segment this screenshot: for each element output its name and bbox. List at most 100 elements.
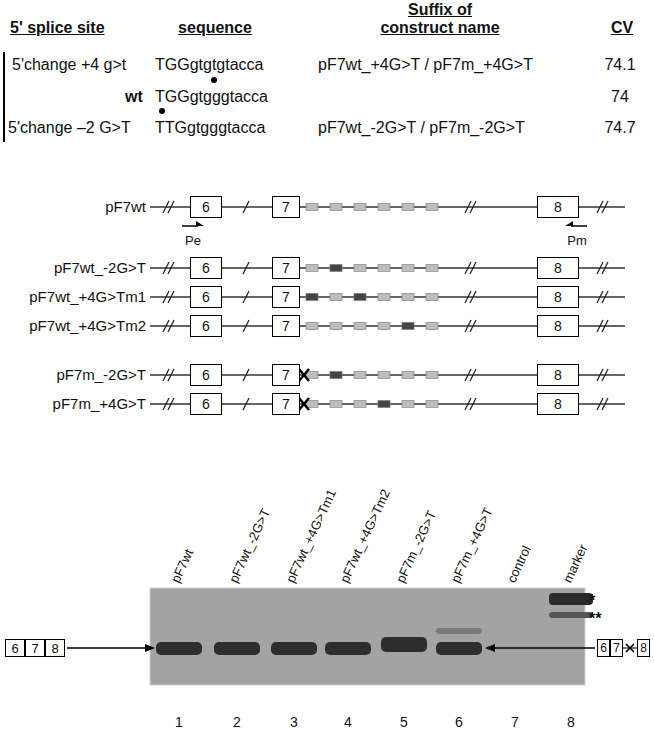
exon-number: 6 xyxy=(202,319,210,333)
lane-number: 8 xyxy=(567,713,575,731)
marker-band xyxy=(549,612,593,618)
exon-number: 6 xyxy=(600,642,607,654)
break-mark xyxy=(163,369,169,381)
break-mark xyxy=(163,201,169,213)
table-cell: TTGgtgggtacca xyxy=(155,119,265,137)
exon-box: 7 xyxy=(272,196,300,218)
splice-site-box xyxy=(330,323,342,330)
primer-arrow xyxy=(571,225,587,227)
break-mark xyxy=(597,262,603,274)
break-mark xyxy=(470,398,476,410)
exon-number: 7 xyxy=(282,368,290,382)
gene-line xyxy=(150,206,190,207)
table-cell: TGGgtgggtacca xyxy=(155,88,268,106)
break-mark xyxy=(163,262,169,274)
break-mark xyxy=(602,291,608,303)
break-mark xyxy=(602,320,608,332)
break-mark xyxy=(602,369,608,381)
break-mark xyxy=(597,398,603,410)
exon-number: 6 xyxy=(202,290,210,304)
exon-number: 7 xyxy=(31,642,38,655)
intron-line xyxy=(222,325,272,326)
break-mark xyxy=(168,320,174,332)
construct-name: pF7m_+4G>T xyxy=(53,395,146,413)
exon-number: 8 xyxy=(640,642,647,654)
lane-label: pF7m_+4G>T xyxy=(447,505,498,586)
gene-line xyxy=(150,267,190,268)
gene-line xyxy=(150,374,190,375)
break-mark xyxy=(470,320,476,332)
splice-site-box xyxy=(354,401,366,408)
column-header: Suffix of construct name xyxy=(370,1,510,37)
table-cell: TGGgtgtgtacca xyxy=(155,56,264,74)
splice-site-box xyxy=(354,204,366,211)
splice-site-box xyxy=(402,204,414,211)
break-mark xyxy=(465,320,471,332)
exon-box: 8 xyxy=(537,315,579,337)
splice-site-box xyxy=(378,265,390,272)
break-mark xyxy=(597,320,603,332)
exon-number: 6 xyxy=(11,642,18,655)
lane-number: 7 xyxy=(511,713,519,731)
exon-box: 8 xyxy=(537,393,579,415)
break-mark xyxy=(465,369,471,381)
break-mark xyxy=(465,398,471,410)
exon-box: 7 xyxy=(610,639,623,657)
lane-label: pF7wt_+4G>Tm1 xyxy=(282,487,341,586)
column-header: sequence xyxy=(178,19,252,37)
exon-number: 7 xyxy=(282,397,290,411)
intron-line xyxy=(222,267,272,268)
exon-box: 6 xyxy=(190,364,222,386)
splice-site-box xyxy=(306,294,318,301)
lane-number: 3 xyxy=(290,713,298,731)
splice-site-box xyxy=(306,204,318,211)
gene-line xyxy=(579,403,625,404)
lane-label: control xyxy=(503,543,536,586)
gene-line xyxy=(150,403,190,404)
exon-box: 7 xyxy=(272,315,300,337)
lane-label: pF7wt_-2G>T xyxy=(225,506,275,586)
splice-site-box xyxy=(426,323,438,330)
exon-number: 6 xyxy=(202,397,210,411)
exon-number: 7 xyxy=(282,290,290,304)
exon-box: 8 xyxy=(537,286,579,308)
lane-number: 2 xyxy=(233,713,241,731)
lane-number: 1 xyxy=(175,713,183,731)
mutation-dot xyxy=(159,108,165,114)
exon-box: 6 xyxy=(190,393,222,415)
break-mark xyxy=(470,201,476,213)
lane-number: 5 xyxy=(400,713,408,731)
break-mark xyxy=(470,262,476,274)
splice-site-box xyxy=(378,294,390,301)
splice-site-box xyxy=(402,401,414,408)
break-mark xyxy=(470,291,476,303)
mutation-cross xyxy=(299,398,309,410)
construct-name: pF7wt_-2G>T xyxy=(54,259,146,277)
break-mark xyxy=(163,398,169,410)
exon-box: 8 xyxy=(45,639,65,657)
exon-box: 8 xyxy=(537,257,579,279)
lane-label: pF7m_-2G>T xyxy=(392,508,441,586)
break-mark xyxy=(470,369,476,381)
skip-cross xyxy=(626,644,634,652)
splice-site-box xyxy=(426,265,438,272)
splice-site-box xyxy=(378,204,390,211)
construct-name: pF7wt_+4G>Tm2 xyxy=(29,317,146,335)
splice-site-box xyxy=(426,401,438,408)
break-mark xyxy=(168,201,174,213)
splice-site-box xyxy=(354,294,366,301)
exon-number: 6 xyxy=(202,261,210,275)
splice-site-box xyxy=(330,372,342,379)
lane-number: 6 xyxy=(455,713,463,731)
lane-label: pF7wt_+4G>Tm2 xyxy=(336,487,395,586)
exon-number: 8 xyxy=(554,319,562,333)
exon-box: 7 xyxy=(25,639,45,657)
exon-number: 8 xyxy=(51,642,58,655)
splice-site-box xyxy=(330,294,342,301)
splice-site-box xyxy=(378,323,390,330)
primer-label: Pe xyxy=(185,232,201,250)
intron-line xyxy=(222,296,272,297)
primer-arrow xyxy=(182,225,198,227)
exon-box: 7 xyxy=(272,286,300,308)
break-mark xyxy=(168,291,174,303)
